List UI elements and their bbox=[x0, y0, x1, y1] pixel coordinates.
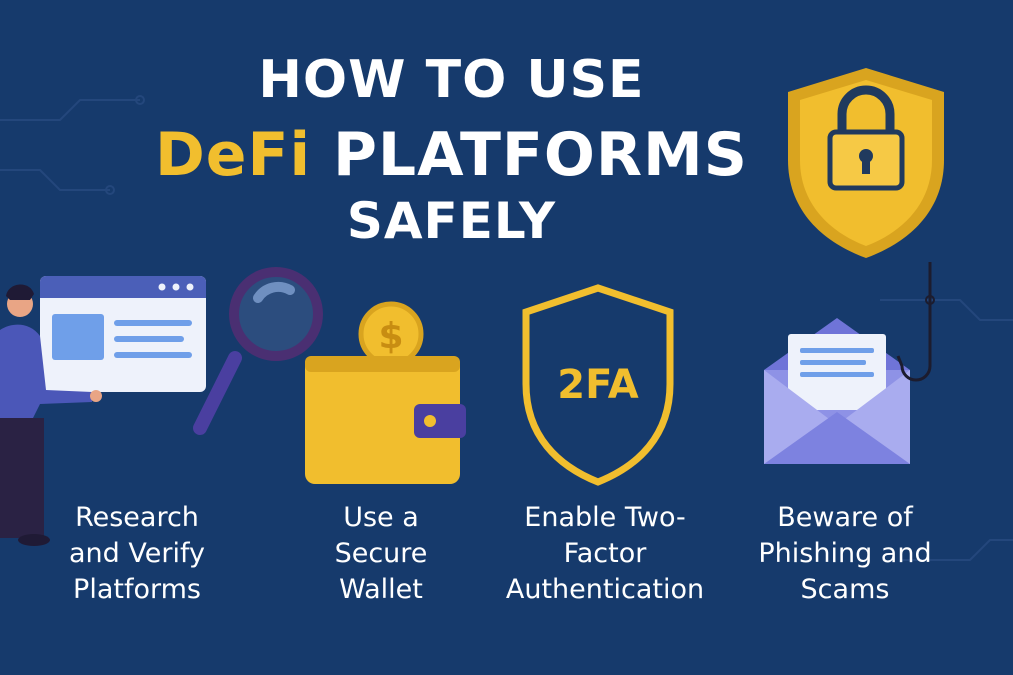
svg-text:$: $ bbox=[378, 316, 403, 357]
fishing-hook-icon bbox=[896, 262, 935, 382]
step-label-line: Beware of bbox=[777, 502, 913, 533]
step-label-line: Scams bbox=[800, 574, 890, 605]
phishing-envelope-icon bbox=[764, 318, 910, 464]
step-label-line: and Verify bbox=[69, 538, 205, 569]
title-platforms: PLATFORMS bbox=[332, 120, 748, 190]
step-label-line: Phishing and bbox=[758, 538, 932, 569]
magnifier-icon bbox=[193, 267, 323, 435]
title-line-2: DeFi PLATFORMS bbox=[0, 120, 958, 190]
wallet-icon: $ bbox=[305, 301, 466, 484]
step-label-wallet: Use a Secure Wallet bbox=[266, 500, 496, 608]
padlock-shield-icon bbox=[788, 68, 944, 258]
step-label-line: Use a bbox=[343, 502, 419, 533]
step-label-2fa: Enable Two- Factor Authentication bbox=[490, 500, 720, 608]
title-accent-defi: DeFi bbox=[155, 120, 312, 190]
browser-research-icon bbox=[40, 276, 206, 392]
step-label-line: Wallet bbox=[339, 574, 423, 605]
circuit-pattern bbox=[0, 95, 1013, 561]
2fa-badge-text: 2FA bbox=[557, 362, 639, 408]
title-line-3: SAFELY bbox=[346, 192, 557, 250]
person-figure bbox=[0, 284, 102, 546]
title-line-1: HOW TO USE bbox=[258, 50, 645, 110]
step-label-line: Factor bbox=[563, 538, 647, 569]
step-label-line: Secure bbox=[334, 538, 428, 569]
step-label-line: Platforms bbox=[73, 574, 201, 605]
step-label-research: Research and Verify Platforms bbox=[22, 500, 252, 608]
step-label-line: Research bbox=[75, 502, 199, 533]
2fa-shield-icon bbox=[522, 284, 674, 486]
step-label-line: Enable Two- bbox=[524, 502, 686, 533]
step-label-line: Authentication bbox=[505, 574, 705, 605]
step-label-phishing: Beware of Phishing and Scams bbox=[730, 500, 960, 608]
